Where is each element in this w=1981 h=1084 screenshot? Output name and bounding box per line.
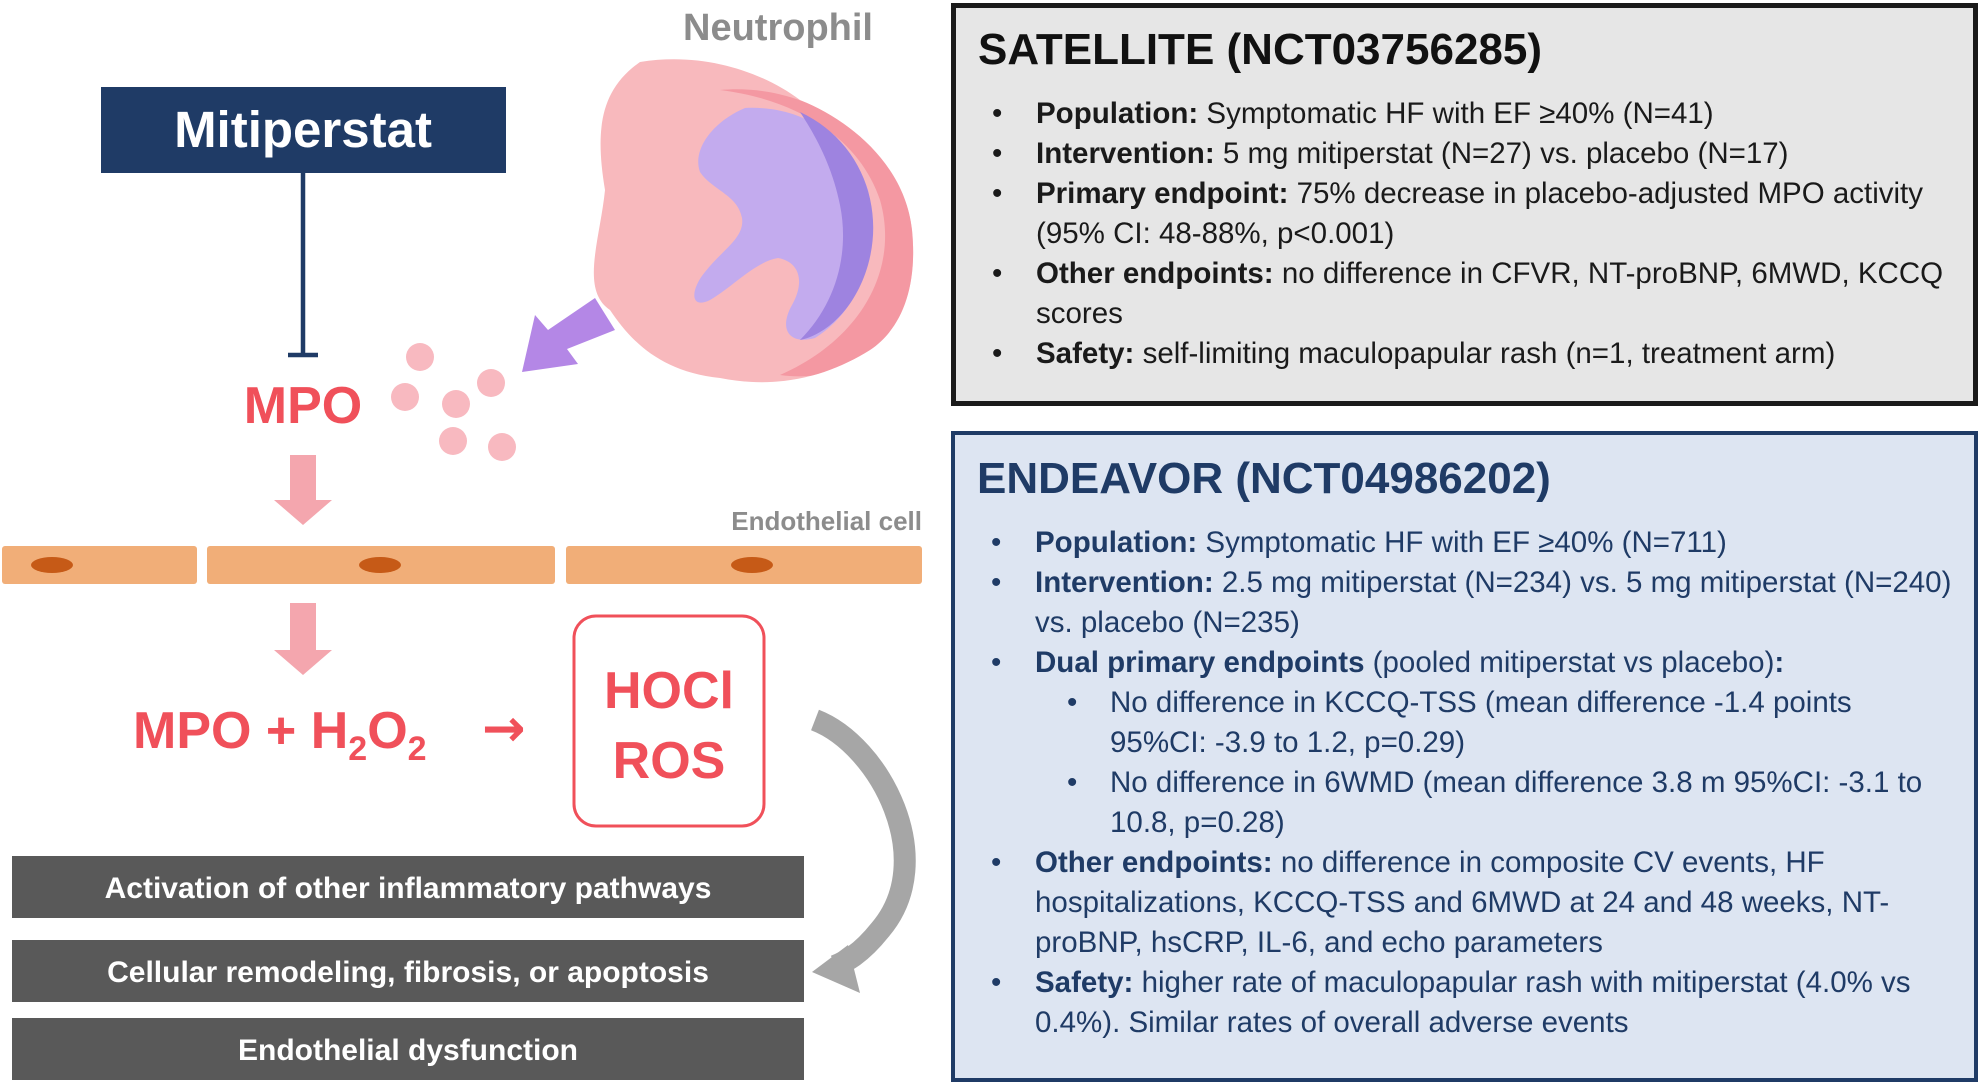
curved-arrow (810, 709, 916, 993)
satellite-other-endpoints: Other endpoints: no difference in CFVR, … (978, 254, 1955, 334)
neutrophil-cell (593, 59, 914, 383)
reaction-equation: MPO + H2O2 (133, 702, 427, 768)
down-arrow-1 (274, 455, 332, 525)
endeavor-sub-item-kccq: No difference in KCCQ-TSS (mean differen… (1035, 683, 1956, 763)
mpo-label: MPO (244, 377, 362, 435)
mitiperstat-box (101, 87, 506, 173)
endeavor-dual-primary-endpoints: Dual primary endpoints (pooled mitiperst… (977, 643, 1956, 843)
satellite-population: Population: Symptomatic HF with EF ≥40% … (978, 94, 1955, 134)
outcome-bar-3 (12, 1018, 804, 1080)
satellite-bullet-list: Population: Symptomatic HF with EF ≥40% … (978, 94, 1955, 374)
endeavor-intervention: Intervention: 2.5 mg mitiperstat (N=234)… (977, 563, 1956, 643)
release-arrow (522, 298, 615, 372)
satellite-primary-endpoint: Primary endpoint: 75% decrease in placeb… (978, 174, 1955, 254)
down-arrow-2 (274, 603, 332, 675)
neutrophil-nucleus (694, 107, 874, 340)
endothelial-layer (2, 546, 922, 584)
inhibition-line (288, 173, 318, 358)
endeavor-safety: Safety: higher rate of maculopapular ras… (977, 963, 1956, 1043)
endeavor-population: Population: Symptomatic HF with EF ≥40% … (977, 523, 1956, 563)
neutrophil-label: Neutrophil (683, 7, 873, 49)
satellite-trial-box: SATELLITE (NCT03756285) Population: Symp… (951, 3, 1978, 406)
outcome-bar-1 (12, 856, 804, 918)
outcome-bar-2 (12, 940, 804, 1002)
satellite-title: SATELLITE (NCT03756285) (978, 25, 1543, 74)
outcome-1-label: Activation of other inflammatory pathway… (105, 872, 712, 905)
products-box (572, 614, 766, 828)
outcome-2-label: Cellular remodeling, fibrosis, or apopto… (107, 956, 709, 989)
mechanism-diagram: Neutrophil Mitiperstat MPO Endothelial c… (2, 7, 922, 1080)
endeavor-trial-box: ENDEAVOR (NCT04986202) Population: Sympt… (951, 431, 1978, 1082)
outcome-3-label: Endothelial dysfunction (238, 1034, 578, 1067)
mpo-granules (391, 343, 516, 461)
product-hocl: HOCl (604, 662, 734, 720)
endeavor-title: ENDEAVOR (NCT04986202) (977, 454, 1551, 503)
endeavor-other-endpoints: Other endpoints: no difference in compos… (977, 843, 1956, 963)
mitiperstat-label: Mitiperstat (174, 101, 432, 158)
satellite-intervention: Intervention: 5 mg mitiperstat (N=27) vs… (978, 134, 1955, 174)
reaction-arrow: → (482, 699, 526, 759)
product-ros: ROS (613, 732, 726, 790)
satellite-safety: Safety: self-limiting maculopapular rash… (978, 334, 1955, 374)
endeavor-sub-item-6wmd: No difference in 6WMD (mean difference 3… (1035, 763, 1956, 843)
endothelial-label: Endothelial cell (731, 506, 922, 536)
endeavor-sub-list: No difference in KCCQ-TSS (mean differen… (1035, 683, 1956, 843)
endeavor-bullet-list: Population: Symptomatic HF with EF ≥40% … (977, 523, 1956, 1043)
